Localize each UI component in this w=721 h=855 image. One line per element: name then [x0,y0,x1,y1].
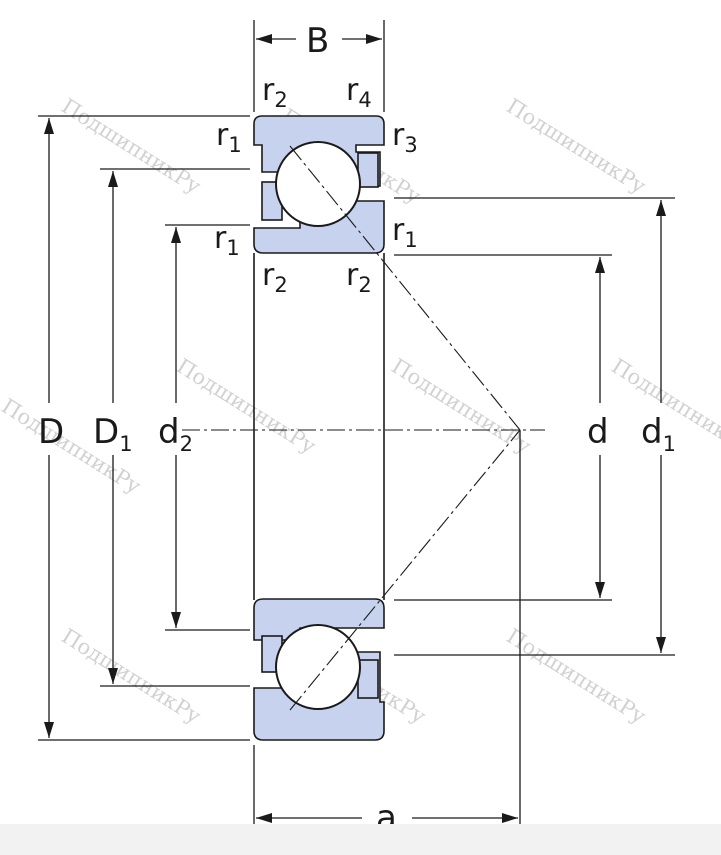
label-B: B [306,21,329,61]
label-r3-right-upper: r3 [392,118,418,157]
label-r1-left-lower: r1 [214,221,240,260]
label-d1: d1 [641,412,676,456]
inner-ring-top [253,200,385,254]
ball-top [275,141,361,227]
bottom-strip [0,824,721,855]
watermark-8: ПодшипникРу [57,624,205,729]
extension-lines [38,20,675,835]
label-r2-top-left: r2 [262,73,288,112]
label-r2-bottom-right: r2 [346,258,372,297]
bearing-outline [253,253,385,600]
label-r4-top-right: r4 [346,73,372,112]
watermark-6: ПодшипникРу [387,354,535,459]
label-d2: d2 [158,412,193,456]
label-r1-left-upper: r1 [216,118,242,157]
contact-lines [289,145,521,835]
label-D1: D1 [93,412,133,456]
watermark-3: ПодшипникРу [502,94,650,199]
ball-bottom [275,624,361,710]
watermark-1: ПодшипникРу [57,94,205,199]
label-r1-right-lower: r1 [392,213,418,252]
label-D: D [38,412,64,452]
dimension-lines [44,34,666,823]
bearing-top-section [253,115,385,254]
label-r2-bottom-left: r2 [262,258,288,297]
cage-right-bottom [357,659,379,699]
watermark-10: ПодшипникРу [502,624,650,729]
watermark-5: ПодшипникРу [172,354,320,459]
label-d: d [587,412,609,452]
cage-right-top [357,152,379,188]
bearing-bottom-section [253,598,385,741]
